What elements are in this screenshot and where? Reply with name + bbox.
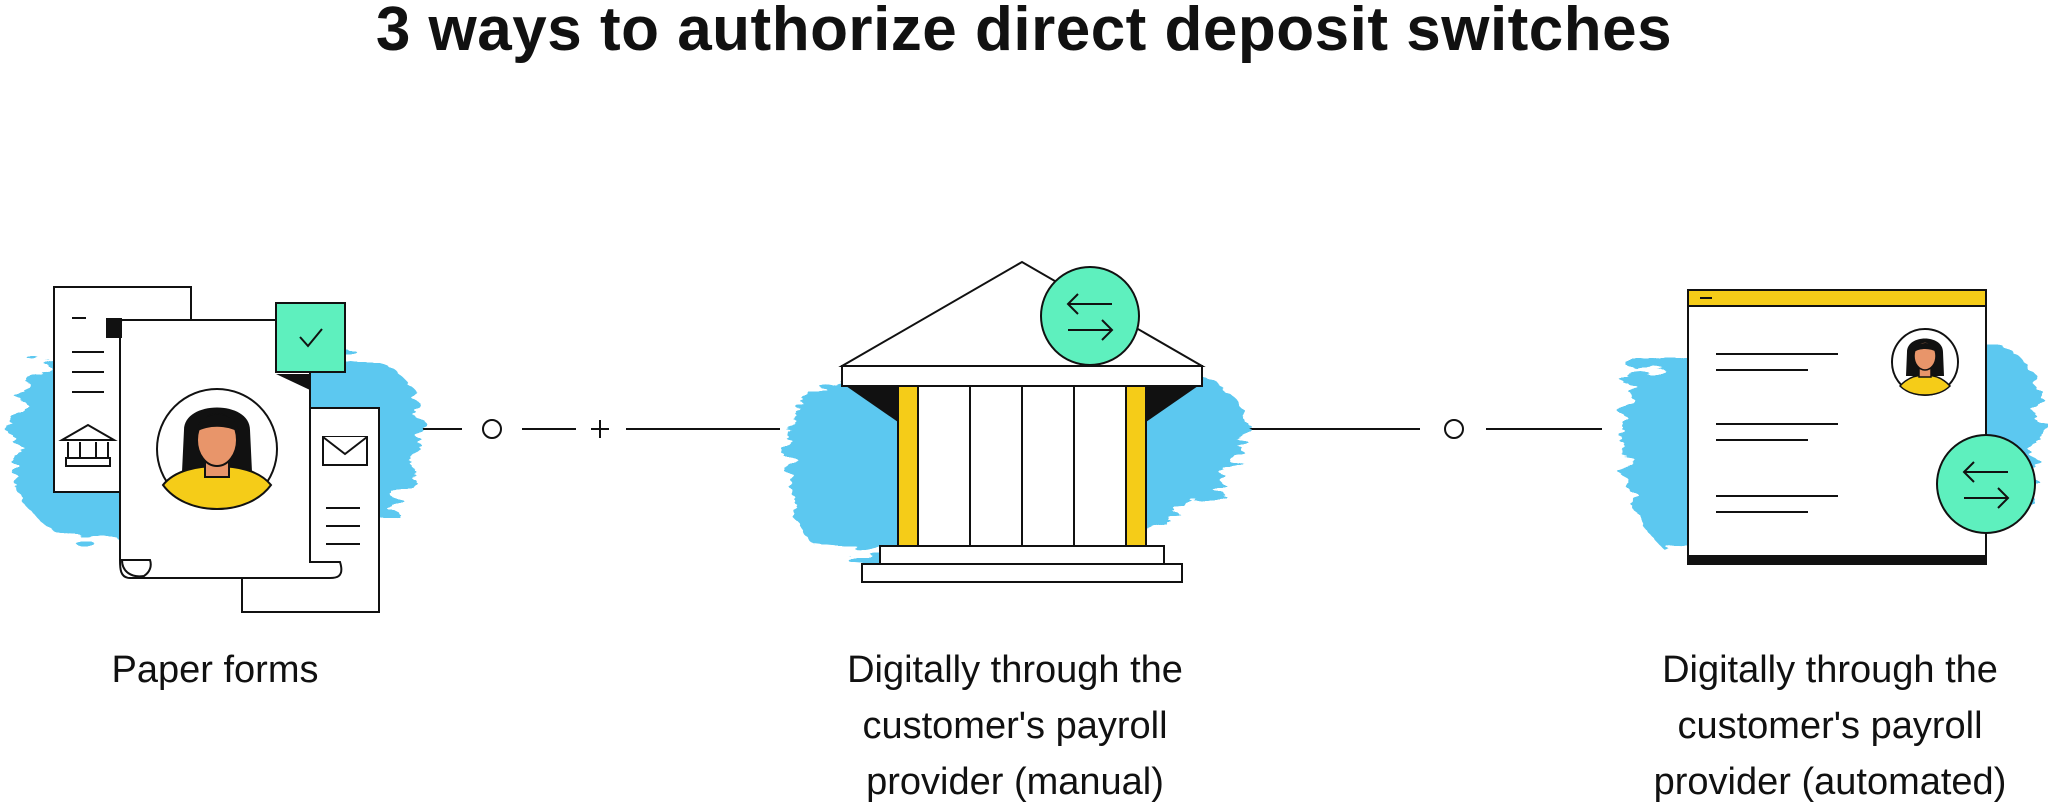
label-line: customer's payroll xyxy=(1677,705,1983,747)
paper-forms-icon xyxy=(13,286,419,613)
method-label-payroll-manual: Digitally through the customer's payroll… xyxy=(790,642,1240,810)
envelope-icon xyxy=(322,436,368,466)
label-line: provider (manual) xyxy=(866,761,1164,803)
label-line: customer's payroll xyxy=(862,705,1168,747)
method-label-paper-forms: Paper forms xyxy=(60,642,370,698)
transfer-arrows-icon xyxy=(1040,266,1140,366)
method-label-payroll-automated: Digitally through the customer's payroll… xyxy=(1615,642,2045,810)
app-window-icon xyxy=(1623,289,2040,565)
checkmark-badge-icon xyxy=(275,302,346,390)
avatar-circle xyxy=(156,388,278,511)
label-line: provider (automated) xyxy=(1653,761,2007,803)
avatar-small xyxy=(1891,328,1959,396)
bank-building-icon xyxy=(788,260,1246,583)
label-line: Digitally through the xyxy=(1662,649,1998,691)
label-line: Paper forms xyxy=(111,649,319,691)
page-title: 3 ways to authorize direct deposit switc… xyxy=(375,0,1673,64)
transfer-arrows-icon xyxy=(1936,434,2036,534)
bank-small-icon xyxy=(58,423,118,467)
label-line: Digitally through the xyxy=(847,649,1183,691)
